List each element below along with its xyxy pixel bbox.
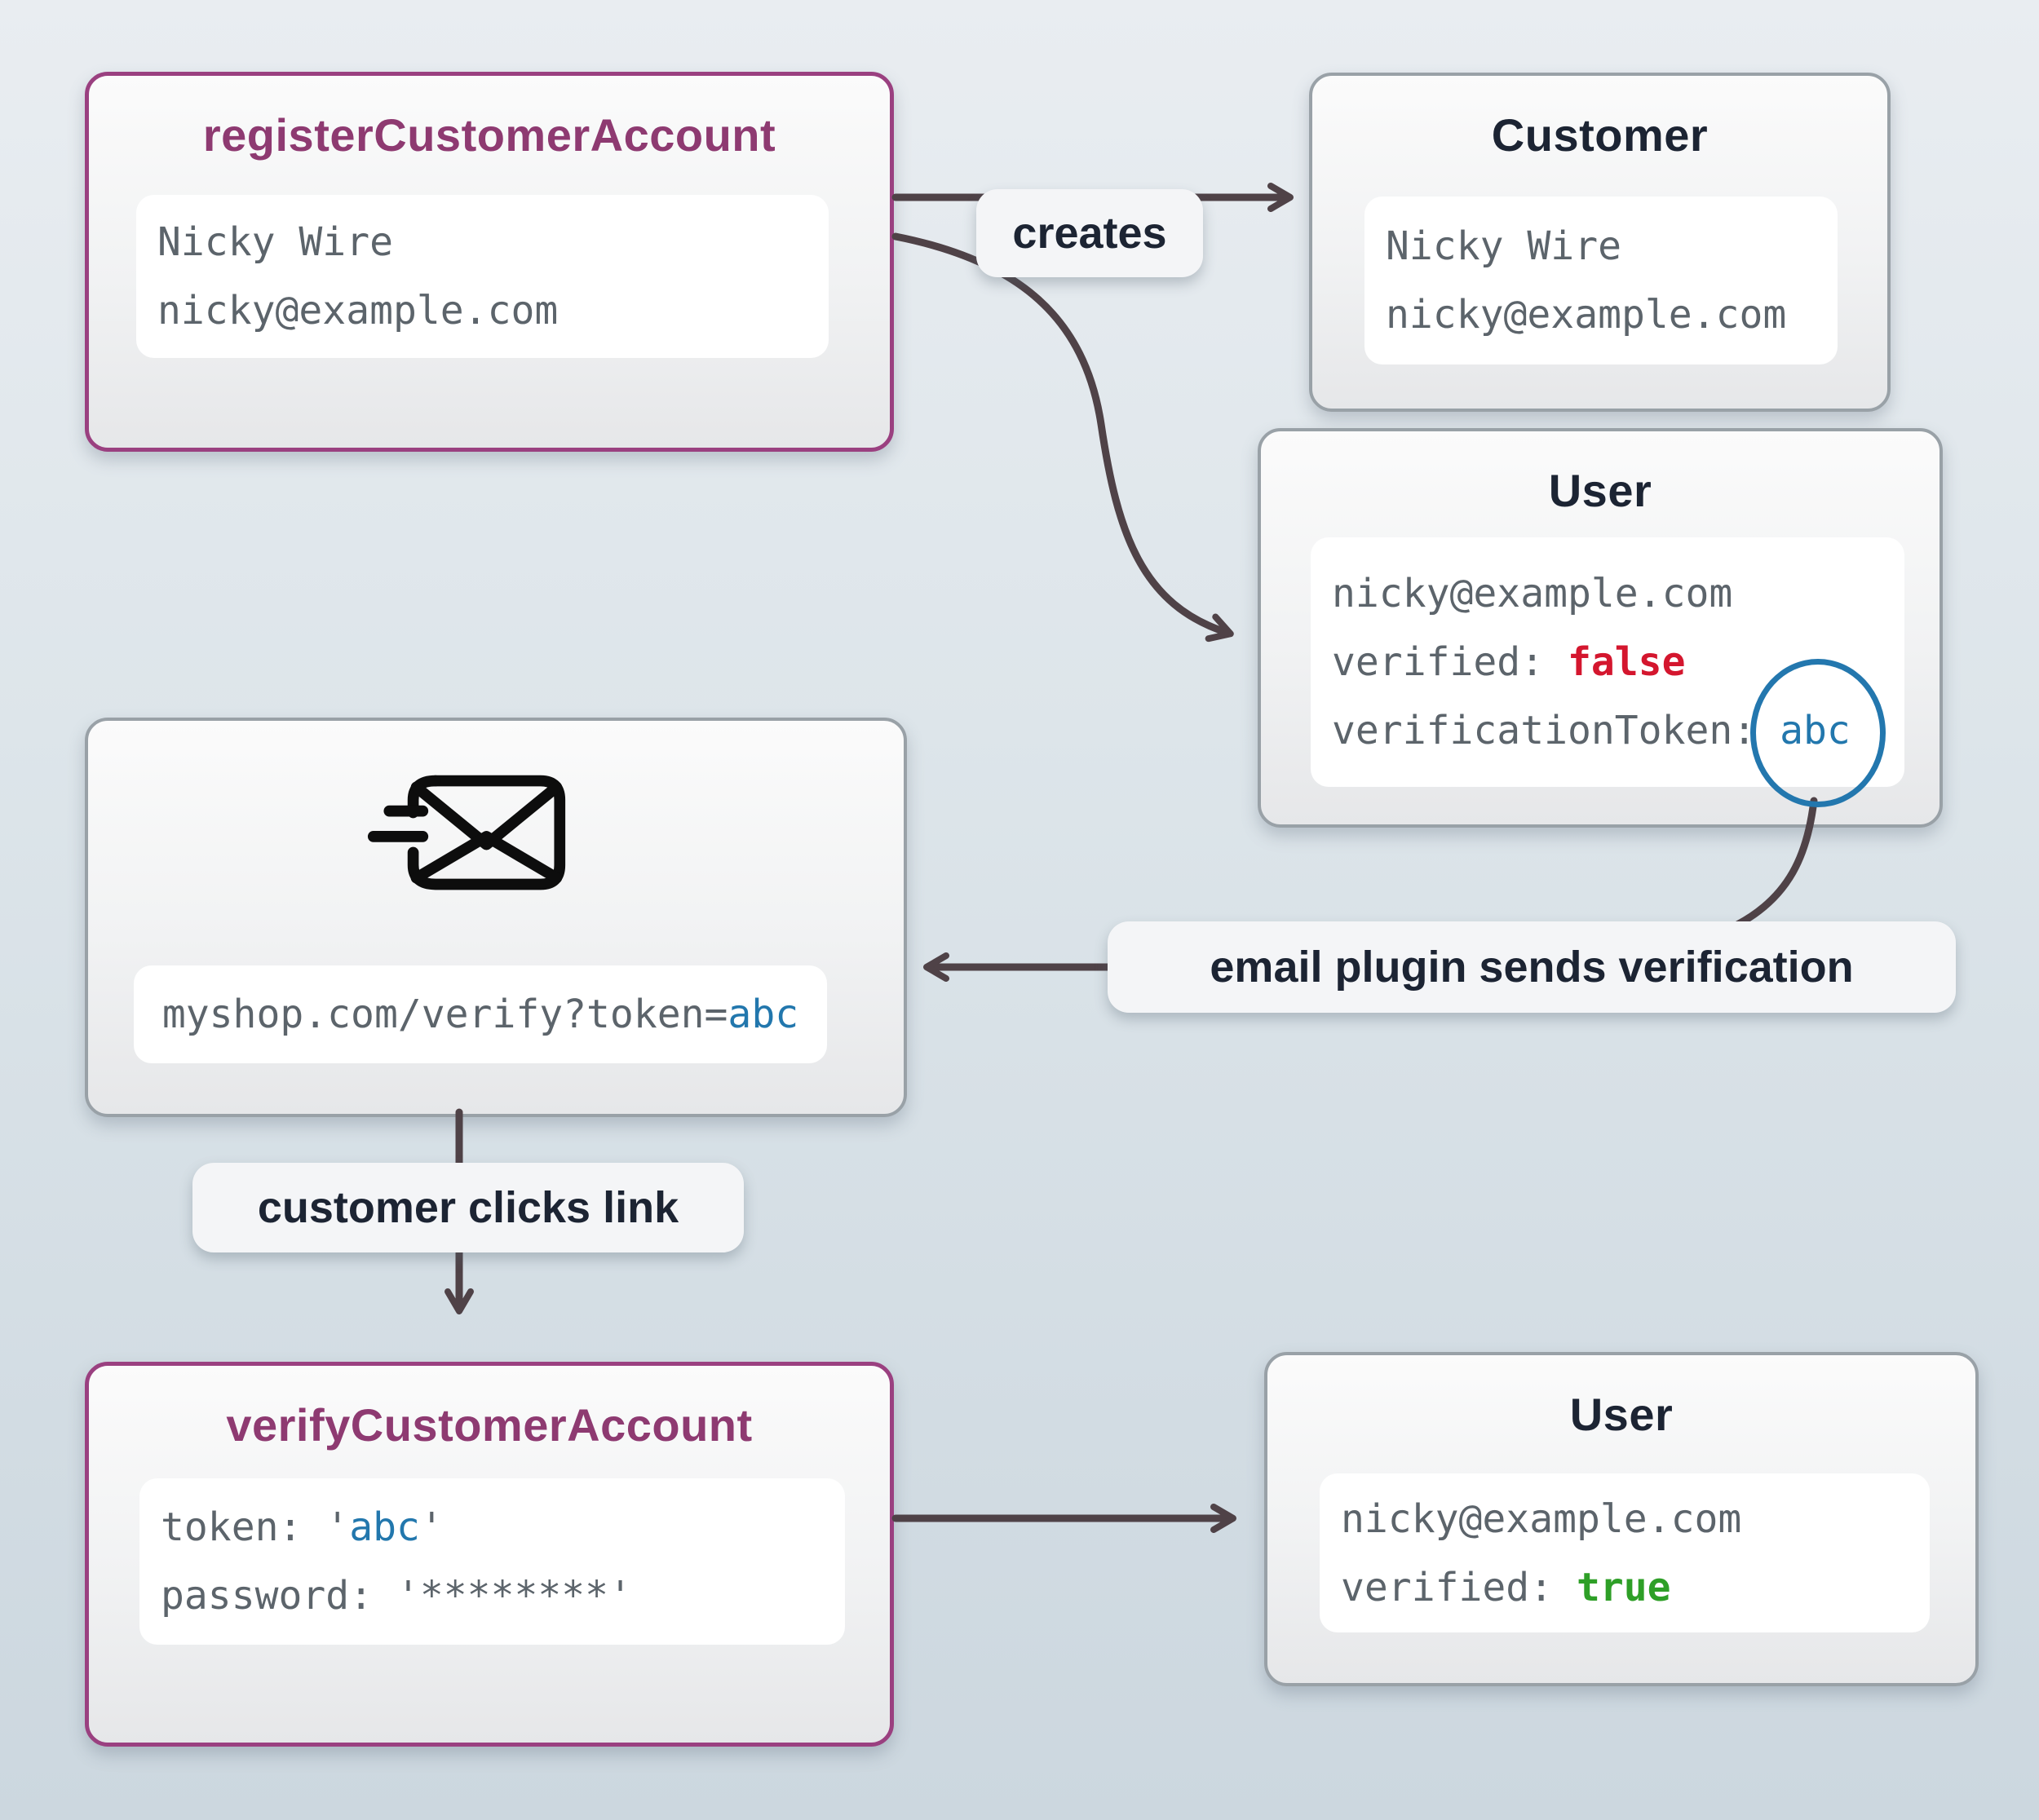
token-key: token: (161, 1504, 326, 1550)
verification-email-node: myshop.com/verify?token=abc (85, 718, 907, 1117)
token-value: abc (349, 1504, 420, 1550)
verified-false-value: false (1567, 639, 1686, 685)
user-verified-verified-line: verified: true (1341, 1553, 1930, 1622)
user-unverified-title: User (1548, 465, 1652, 516)
token-highlight-circle (1750, 659, 1886, 807)
verify-node-body: token: 'abc' password: '********' (139, 1478, 845, 1645)
password-key: password: (161, 1573, 396, 1619)
register-email-line: nicky@example.com (157, 288, 559, 334)
verification-token-key: verificationToken: (1332, 708, 1780, 753)
register-node-body: Nicky Wire nicky@example.com (136, 195, 829, 358)
register-node-title: registerCustomerAccount (202, 109, 776, 161)
verification-link-prefix: myshop.com/verify?token= (161, 992, 728, 1037)
verified-true-value: true (1576, 1564, 1671, 1610)
envelope-icon (367, 775, 566, 890)
verification-link-text: myshop.com/verify?token=abc (162, 980, 798, 1049)
customer-name-line: Nicky Wire (1386, 223, 1621, 269)
verified-key-2: verified: (1341, 1564, 1577, 1610)
verify-customer-account-node: verifyCustomerAccount token: 'abc' passw… (85, 1362, 894, 1747)
creates-label: creates (976, 189, 1203, 277)
user-verified-email-line: nicky@example.com (1341, 1495, 1742, 1542)
customer-email-line: nicky@example.com (1386, 292, 1787, 338)
customer-clicks-link-label: customer clicks link (192, 1163, 744, 1252)
token-close-quote: ' (419, 1504, 444, 1550)
verify-node-title: verifyCustomerAccount (226, 1399, 753, 1451)
user-unverified-email-line: nicky@example.com (1332, 571, 1733, 616)
email-plugin-sends-verification-label: email plugin sends verification (1108, 921, 1956, 1013)
customer-node-title: Customer (1491, 109, 1709, 161)
verification-link-box: myshop.com/verify?token=abc (134, 965, 827, 1063)
verify-token-line: token: 'abc' (161, 1493, 845, 1562)
customer-node-body: Nicky Wire nicky@example.com (1364, 197, 1838, 364)
token-open-quote: ' (325, 1504, 350, 1550)
register-name-line: Nicky Wire (157, 219, 393, 265)
customer-node: Customer Nicky Wire nicky@example.com (1309, 73, 1891, 412)
user-unverified-verified-line: verified: false (1332, 628, 1904, 696)
user-verified-node: User nicky@example.com verified: true (1264, 1352, 1979, 1686)
user-verified-body: nicky@example.com verified: true (1320, 1473, 1930, 1632)
register-customer-account-node: registerCustomerAccount Nicky Wire nicky… (85, 72, 894, 452)
verified-key: verified: (1332, 639, 1568, 685)
user-verified-title: User (1569, 1389, 1674, 1440)
verification-link-token: abc (728, 992, 799, 1037)
password-value: '********' (396, 1573, 632, 1619)
arrow-register-to-user (891, 232, 1234, 643)
verify-password-line: password: '********' (161, 1562, 845, 1630)
